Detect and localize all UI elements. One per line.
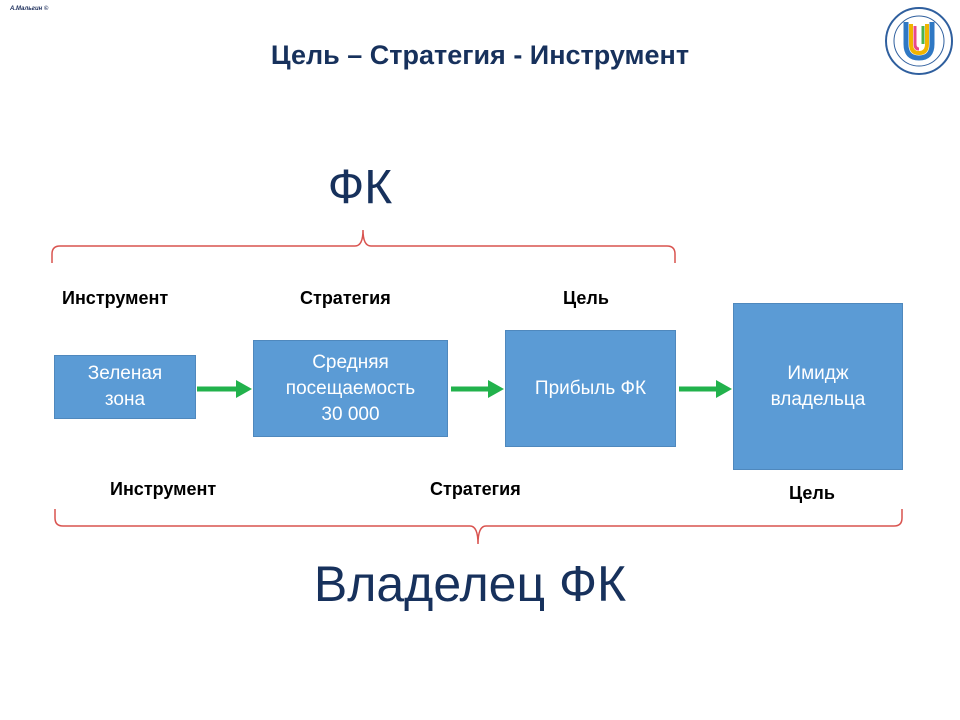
box-green-zone-line-1: Зеленая bbox=[87, 363, 163, 384]
box-green-zone: Зеленая зона bbox=[54, 355, 196, 419]
box-profit: Прибыль ФК bbox=[505, 330, 676, 447]
top-role-instrument: Инструмент bbox=[62, 288, 169, 308]
box-attendance-line-1: Средняя bbox=[312, 351, 389, 373]
arrow-profit-to-owner-image bbox=[679, 380, 732, 398]
box-attendance: Средняя посещаемость 30 000 bbox=[253, 340, 448, 437]
bottom-role-instrument: Инструмент bbox=[110, 479, 217, 499]
bottom-role-goal: Цель bbox=[789, 483, 835, 503]
box-owner-image: Имидж владельца bbox=[733, 303, 903, 470]
bottom-group-label: Владелец ФК bbox=[313, 556, 627, 612]
top-role-goal: Цель bbox=[563, 288, 609, 308]
box-green-zone-line-2: зона bbox=[104, 389, 146, 410]
box-attendance-line-2: посещаемость bbox=[285, 377, 416, 399]
author-credit: А.Мальгин © bbox=[10, 6, 49, 12]
university-emblem-icon bbox=[884, 4, 954, 78]
box-profit-line-1: Прибыль ФК bbox=[534, 377, 647, 399]
bottom-role-strategy: Стратегия bbox=[430, 479, 521, 499]
slide-title: Цель – Стратегия - Инструмент bbox=[270, 40, 690, 70]
top-brace bbox=[51, 229, 676, 263]
arrow-green-zone-to-attendance bbox=[197, 380, 252, 398]
box-owner-image-line-1: Имидж bbox=[787, 362, 849, 384]
arrow-attendance-to-profit bbox=[451, 380, 504, 398]
top-role-strategy: Стратегия bbox=[300, 288, 391, 308]
box-owner-image-line-2: владельца bbox=[770, 388, 866, 410]
top-group-label: ФК bbox=[327, 161, 393, 214]
box-attendance-line-3: 30 000 bbox=[321, 403, 380, 425]
bottom-brace bbox=[54, 509, 903, 545]
